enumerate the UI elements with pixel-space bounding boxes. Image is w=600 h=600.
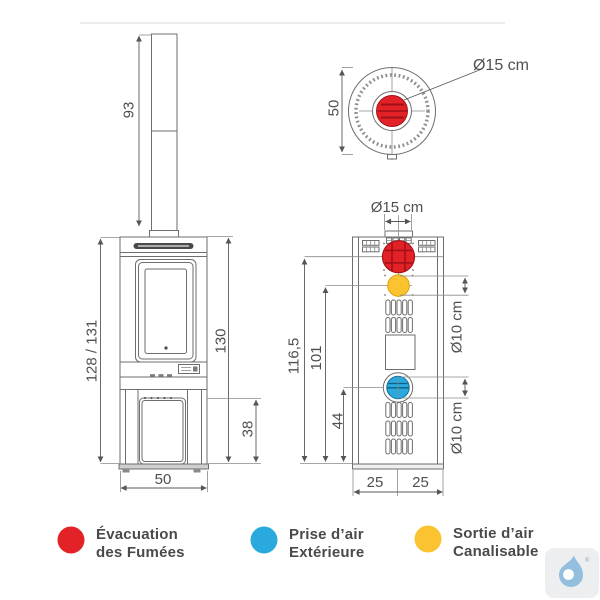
door-latch-dot: [164, 346, 168, 350]
legend-item-ductable-air-outlet: Sortie d’air Canalisable: [414, 525, 539, 561]
dimension-drawing: 93 128 / 131 130 38 50: [80, 22, 529, 496]
legend-label-ductable-air-outlet: Sortie d’air Canalisable: [453, 525, 539, 561]
rear-intake-diameter-label: Ø10 cm: [448, 402, 465, 455]
chimney-pipe: [151, 33, 178, 231]
ductable-air-dot-icon: [414, 525, 442, 553]
legend-label-line: des Fumées: [96, 544, 185, 561]
registered-mark: ®: [585, 557, 590, 564]
legend-label-line: Sortie d’air: [453, 525, 534, 542]
rear-duct-air-outlet: [387, 274, 410, 297]
rear-intake-height-dim: 44: [329, 413, 346, 430]
door-glass: [144, 268, 187, 354]
legend-label-line: Extérieure: [289, 544, 365, 561]
rear-view: Ø10 cm Ø10 cm Ø15 cm 11: [285, 199, 469, 496]
brand-logo: ®: [545, 548, 599, 598]
front-view: 93 128 / 131 130 38 50: [83, 33, 261, 492]
rear-flue-outlet: [381, 240, 416, 274]
smoke-evacuation-dot-icon: [57, 526, 85, 554]
front-lower-height-dim: 38: [239, 421, 256, 438]
wood-storage-door: [139, 397, 186, 465]
top-rear-notch: [387, 154, 397, 160]
rear-flue-diameter-label: Ø15 cm: [371, 199, 424, 216]
chimney-collar: [149, 230, 179, 238]
rear-flue-height-dim: 116,5: [285, 338, 302, 374]
legend-label-outside-air-intake: Prise d’air Extérieure: [289, 526, 364, 562]
legend-label-smoke-evacuation: Évacuation des Fumées: [96, 526, 185, 562]
rear-half-width-right-dim: 25: [412, 474, 429, 491]
air-intake-dot-icon: [250, 526, 278, 554]
front-total-height-dim: 128 / 131: [83, 320, 100, 383]
front-chimney-height-dim: 93: [120, 102, 137, 119]
top-depth-dim: 50: [325, 100, 342, 117]
rear-half-width-left-dim: 25: [367, 474, 384, 491]
foot-right: [193, 469, 201, 473]
legend-label-line: Canalisable: [453, 543, 539, 560]
top-hatched-ring: [354, 73, 430, 149]
control-panel: [178, 364, 200, 374]
rear-duct-diameter-label: Ø10 cm: [448, 301, 465, 354]
rear-junction-box: [385, 334, 416, 370]
front-body-height-dim: 130: [212, 328, 229, 353]
legend-item-outside-air-intake: Prise d’air Extérieure: [250, 526, 364, 562]
legend-label-line: Évacuation: [96, 526, 179, 543]
foot-left: [122, 469, 130, 473]
top-view: 50 Ø15 cm: [325, 57, 529, 160]
base-plinth: [118, 463, 209, 470]
top-flue-diameter-label: Ø15 cm: [473, 57, 529, 74]
rear-base: [352, 463, 444, 470]
water-drop-icon: ®: [559, 555, 590, 587]
legend-item-smoke-evacuation: Évacuation des Fumées: [57, 526, 185, 562]
front-width-dim: 50: [155, 471, 172, 488]
legend-label-line: Prise d’air: [289, 526, 364, 543]
rear-duct-height-dim: 101: [308, 345, 325, 370]
